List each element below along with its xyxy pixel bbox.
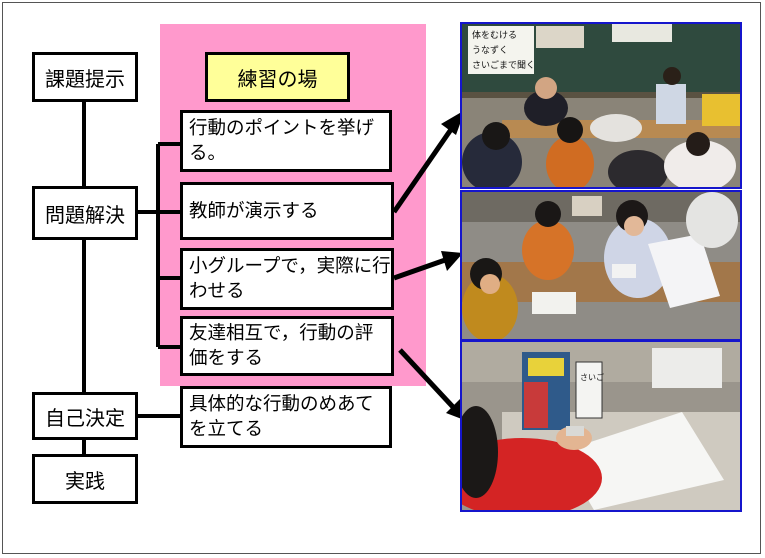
step-peer-evaluation-label: 友達相互で，行動の評価をする [189,323,374,369]
step-set-goals: 具体的な行動のめあてを立てる [180,386,392,448]
stage-presentation: 課題提示 [32,52,138,102]
stage-practice-label: 実践 [65,468,105,493]
practice-area-title-label: 練習の場 [237,66,318,91]
practice-area-title: 練習の場 [205,52,350,102]
step-small-group: 小グループで，実際に行わせる [180,248,394,310]
stage-self-decision-label: 自己決定 [45,405,125,430]
step-small-group-label: 小グループで，実際に行わせる [189,256,391,302]
step-teacher-demo: 教師が演示する [180,182,394,240]
stage-self-decision: 自己決定 [32,392,138,440]
step-teacher-demo-label: 教師が演示する [189,200,319,222]
stage-presentation-label: 課題提示 [45,66,125,91]
step-peer-evaluation: 友達相互で，行動の評価をする [180,316,394,376]
step-list-points-label: 行動のポイントを挙げる。 [189,118,375,164]
board-line-2: うなずく [472,45,508,56]
board-line-3: さいごまで聞く [472,59,535,71]
board-line-1: 体をむける [472,29,517,41]
step-list-points: 行動のポイントを挙げる。 [180,110,392,172]
photo-peer-evaluation: さいご [460,340,742,512]
stage-problem-solving: 問題解決 [32,186,138,240]
photo-small-group-practice [460,190,742,341]
stage-problem-solving-label: 問題解決 [45,202,125,227]
photo-teacher-demonstration: 体をむける うなずく さいごまで聞く [460,22,742,189]
step-set-goals-label: 具体的な行動のめあてを立てる [189,394,374,440]
card-label: さいご [580,372,604,382]
stage-practice: 実践 [32,454,138,504]
